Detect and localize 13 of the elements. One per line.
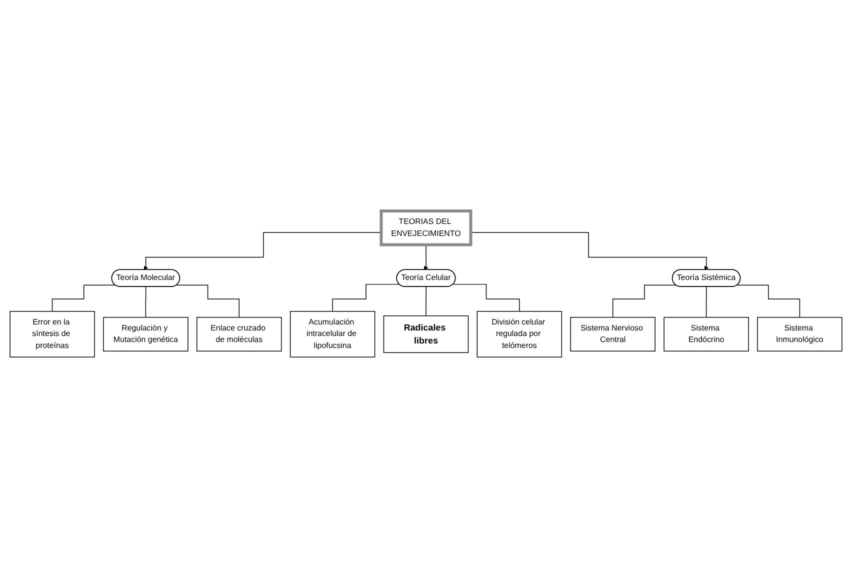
node-box: Radicales libres — [383, 315, 469, 353]
connector — [426, 286, 427, 316]
connector — [706, 286, 707, 318]
connector — [52, 284, 116, 312]
connector — [145, 286, 146, 318]
connector — [332, 284, 400, 312]
arrow — [424, 244, 428, 270]
arrow — [470, 232, 709, 270]
connector — [612, 284, 676, 318]
arrow — [144, 232, 382, 270]
connector — [452, 284, 520, 312]
connector — [736, 284, 800, 318]
connector — [176, 284, 240, 318]
